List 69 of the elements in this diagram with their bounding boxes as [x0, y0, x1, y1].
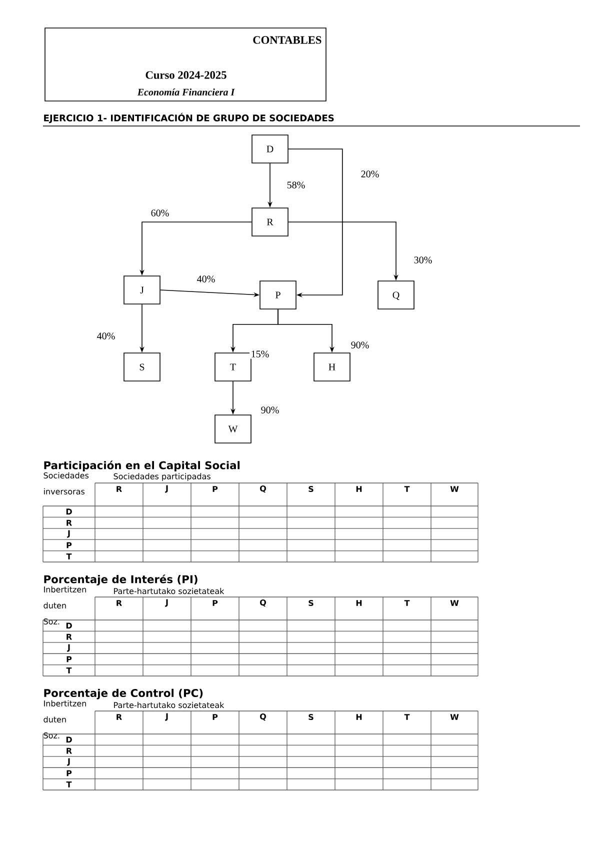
company-box: D	[252, 134, 288, 164]
row-header: D	[66, 508, 72, 515]
column-header: P	[212, 714, 218, 720]
row-header: P	[66, 770, 72, 776]
column-header: J	[165, 485, 168, 493]
company-box: R	[252, 208, 288, 236]
column-header: T	[404, 486, 410, 492]
column-header: R	[116, 714, 122, 720]
column-header: R	[116, 486, 122, 492]
column-header: Q	[260, 485, 266, 493]
company-box: P	[260, 280, 296, 310]
table-heading: Porcentaje de Interés (PI)	[44, 574, 198, 586]
header-text: Curso 2024-2025	[146, 71, 226, 79]
edge-label: 58%	[287, 182, 305, 188]
column-header: J	[165, 599, 168, 607]
column-header: W	[450, 714, 459, 720]
column-header: P	[212, 486, 218, 492]
company-box: Q	[378, 280, 414, 310]
column-group-label: Parte-hartutako sozietateak	[114, 588, 224, 594]
row-header: R	[66, 520, 72, 526]
company-box: H	[314, 352, 350, 382]
column-header: R	[116, 600, 122, 606]
row-header: T	[66, 668, 72, 674]
column-header: H	[356, 714, 362, 720]
table-heading: Participación en el Capital Social	[44, 460, 240, 472]
row-header: P	[66, 656, 72, 662]
exercise-title: EJERCICIO 1- IDENTIFICACIÓN DE GRUPO DE SOCIEDADES	[44, 112, 334, 124]
row-header: J	[67, 644, 70, 652]
edge-label: 90%	[351, 342, 369, 348]
edge-label: 60%	[151, 210, 169, 216]
row-header: T	[66, 782, 72, 788]
column-group-label: Parte-hartutako sozietateak	[114, 702, 224, 708]
column-header: S	[308, 600, 314, 606]
column-header: W	[450, 600, 459, 606]
header-text: Economía Financiera I	[137, 88, 235, 96]
column-header: W	[450, 486, 459, 492]
header-text: CONTABLES	[253, 36, 322, 44]
row-header: D	[66, 622, 72, 629]
column-header: J	[165, 713, 168, 721]
company-box: J	[124, 276, 160, 304]
column-header: H	[356, 600, 362, 606]
row-header: R	[66, 748, 72, 754]
table-heading: Porcentaje de Control (PC)	[44, 688, 203, 700]
column-header: P	[212, 600, 218, 606]
column-header: Q	[260, 599, 266, 607]
edge-label: 20%	[361, 170, 379, 178]
row-header: P	[66, 542, 72, 548]
edge-label: 40%	[97, 332, 115, 340]
column-header: S	[308, 714, 314, 720]
row-header: R	[66, 634, 72, 640]
row-header: D	[66, 736, 72, 743]
column-header: H	[356, 486, 362, 492]
company-box: T	[214, 352, 252, 382]
column-header: S	[308, 486, 314, 492]
row-header: J	[67, 758, 70, 766]
company-box: S	[124, 352, 160, 382]
column-header: Q	[260, 713, 266, 721]
company-box: W	[214, 414, 252, 444]
arrow	[288, 148, 343, 298]
row-header-label: Sociedades inversoras	[44, 472, 89, 494]
edge-label: 90%	[261, 406, 279, 414]
edge-label: 15%	[252, 350, 269, 358]
edge-label: 30%	[414, 256, 432, 264]
column-header: T	[404, 714, 410, 720]
column-header: T	[404, 600, 410, 606]
row-header: T	[66, 553, 72, 560]
edge-label: 40%	[197, 276, 215, 282]
column-group-label: Sociedades participadas	[114, 473, 210, 481]
row-header: J	[67, 530, 70, 538]
